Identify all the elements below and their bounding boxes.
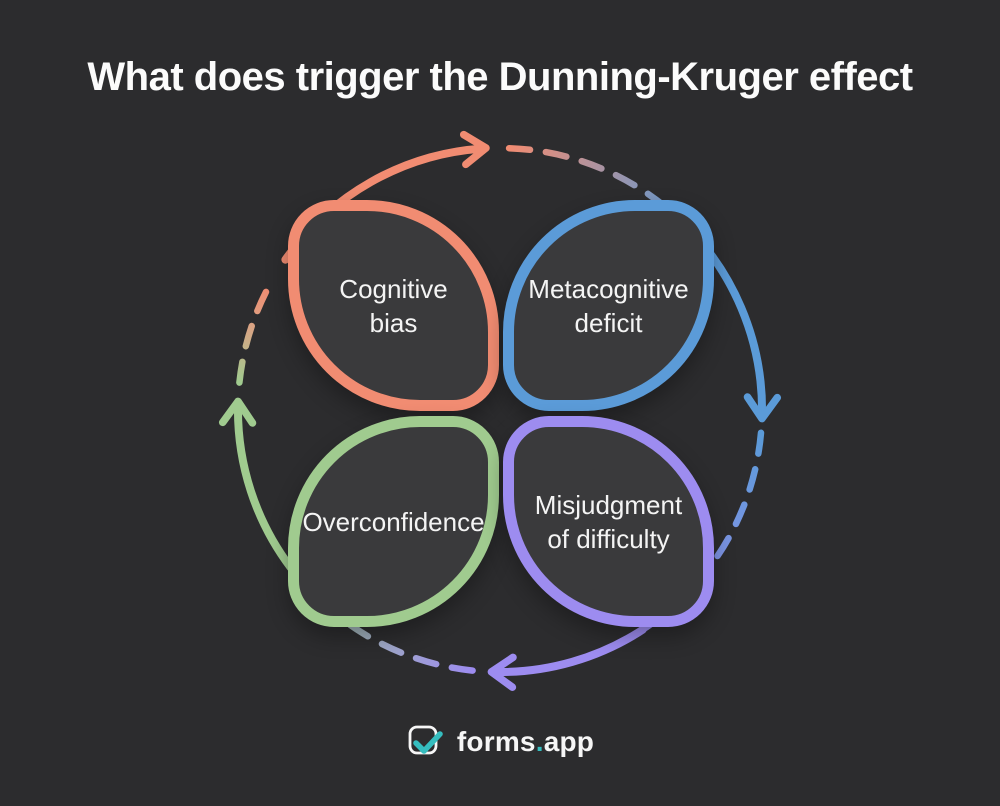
brand-name: forms.app [457, 726, 594, 758]
petal-metacognitive-deficit-label: Metacognitive deficit [528, 273, 689, 338]
page-title: What does trigger the Dunning-Kruger eff… [87, 55, 913, 99]
bottom-arrow-arc [491, 625, 647, 677]
brand-name-dot: . [535, 726, 544, 757]
left-arrowhead-icon [218, 397, 257, 427]
right-arrowhead-icon [743, 393, 782, 423]
dashed-arc-left-top [236, 284, 272, 386]
bottom-arrowhead-icon [487, 653, 517, 691]
brand-watermark: forms.app [0, 722, 1000, 762]
brand-name-forms: forms [456, 726, 536, 757]
top-arrowhead-icon [459, 130, 490, 169]
forms-app-logo-icon [408, 725, 443, 755]
petal-cognitive-bias-label: Cognitive bias [339, 273, 448, 338]
left-arrow-arc [233, 401, 295, 572]
petal-misjudgment-of-difficulty-label: Misjudgment of difficulty [534, 489, 683, 554]
petal-misjudgment-of-difficulty: Misjudgment of difficulty [503, 416, 714, 627]
brand-name-app: app [543, 726, 595, 757]
dashed-arc-right [627, 429, 765, 641]
petal-overconfidence-label: Overconfidence [302, 506, 485, 537]
